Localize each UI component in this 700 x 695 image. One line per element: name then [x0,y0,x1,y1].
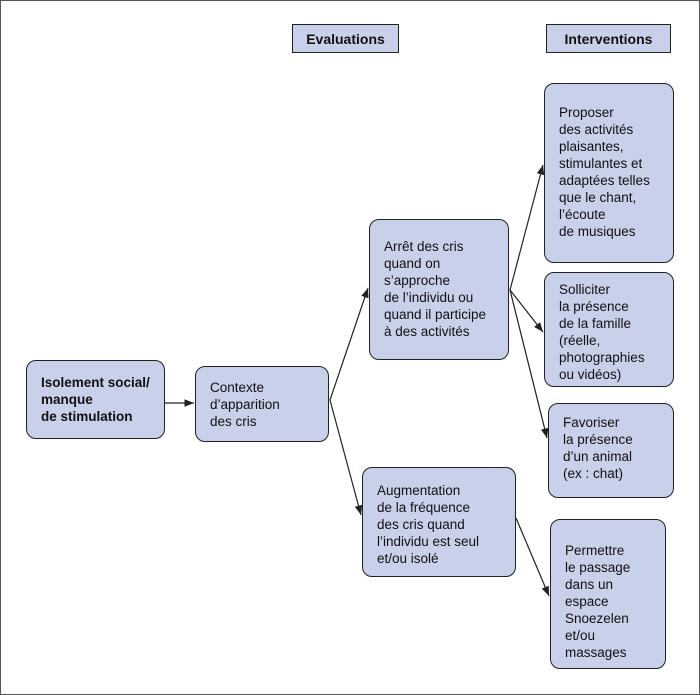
arrow-approach-to-activities [509,164,545,291]
arrow-approach-to-animal [509,289,549,439]
arrow-approach-to-family [509,289,544,333]
arrow-context-to-alone [329,399,363,516]
header-interventions: Interventions [546,24,671,53]
arrow-alone-to-snoezelen [515,517,550,597]
node-root: Isolement social/ manque de stimulation [26,360,165,439]
arrow-context-to-approach [329,287,369,401]
node-eval-approach: Arrêt des cris quand on s’approche de l’… [369,219,509,360]
node-int-family: Solliciter la présence de la famille (ré… [544,272,674,387]
node-int-animal: Favoriser la présence d’un animal (ex : … [548,403,674,498]
node-int-snoezelen: Permettre le passage dans un espace Snoe… [550,519,666,669]
node-int-activities: Proposer des activités plaisantes, stimu… [544,83,674,263]
header-evaluations: Evaluations [292,24,399,53]
node-context: Contexte d’apparition des cris [195,366,329,442]
node-eval-alone: Augmentation de la fréquence des cris qu… [362,467,516,577]
